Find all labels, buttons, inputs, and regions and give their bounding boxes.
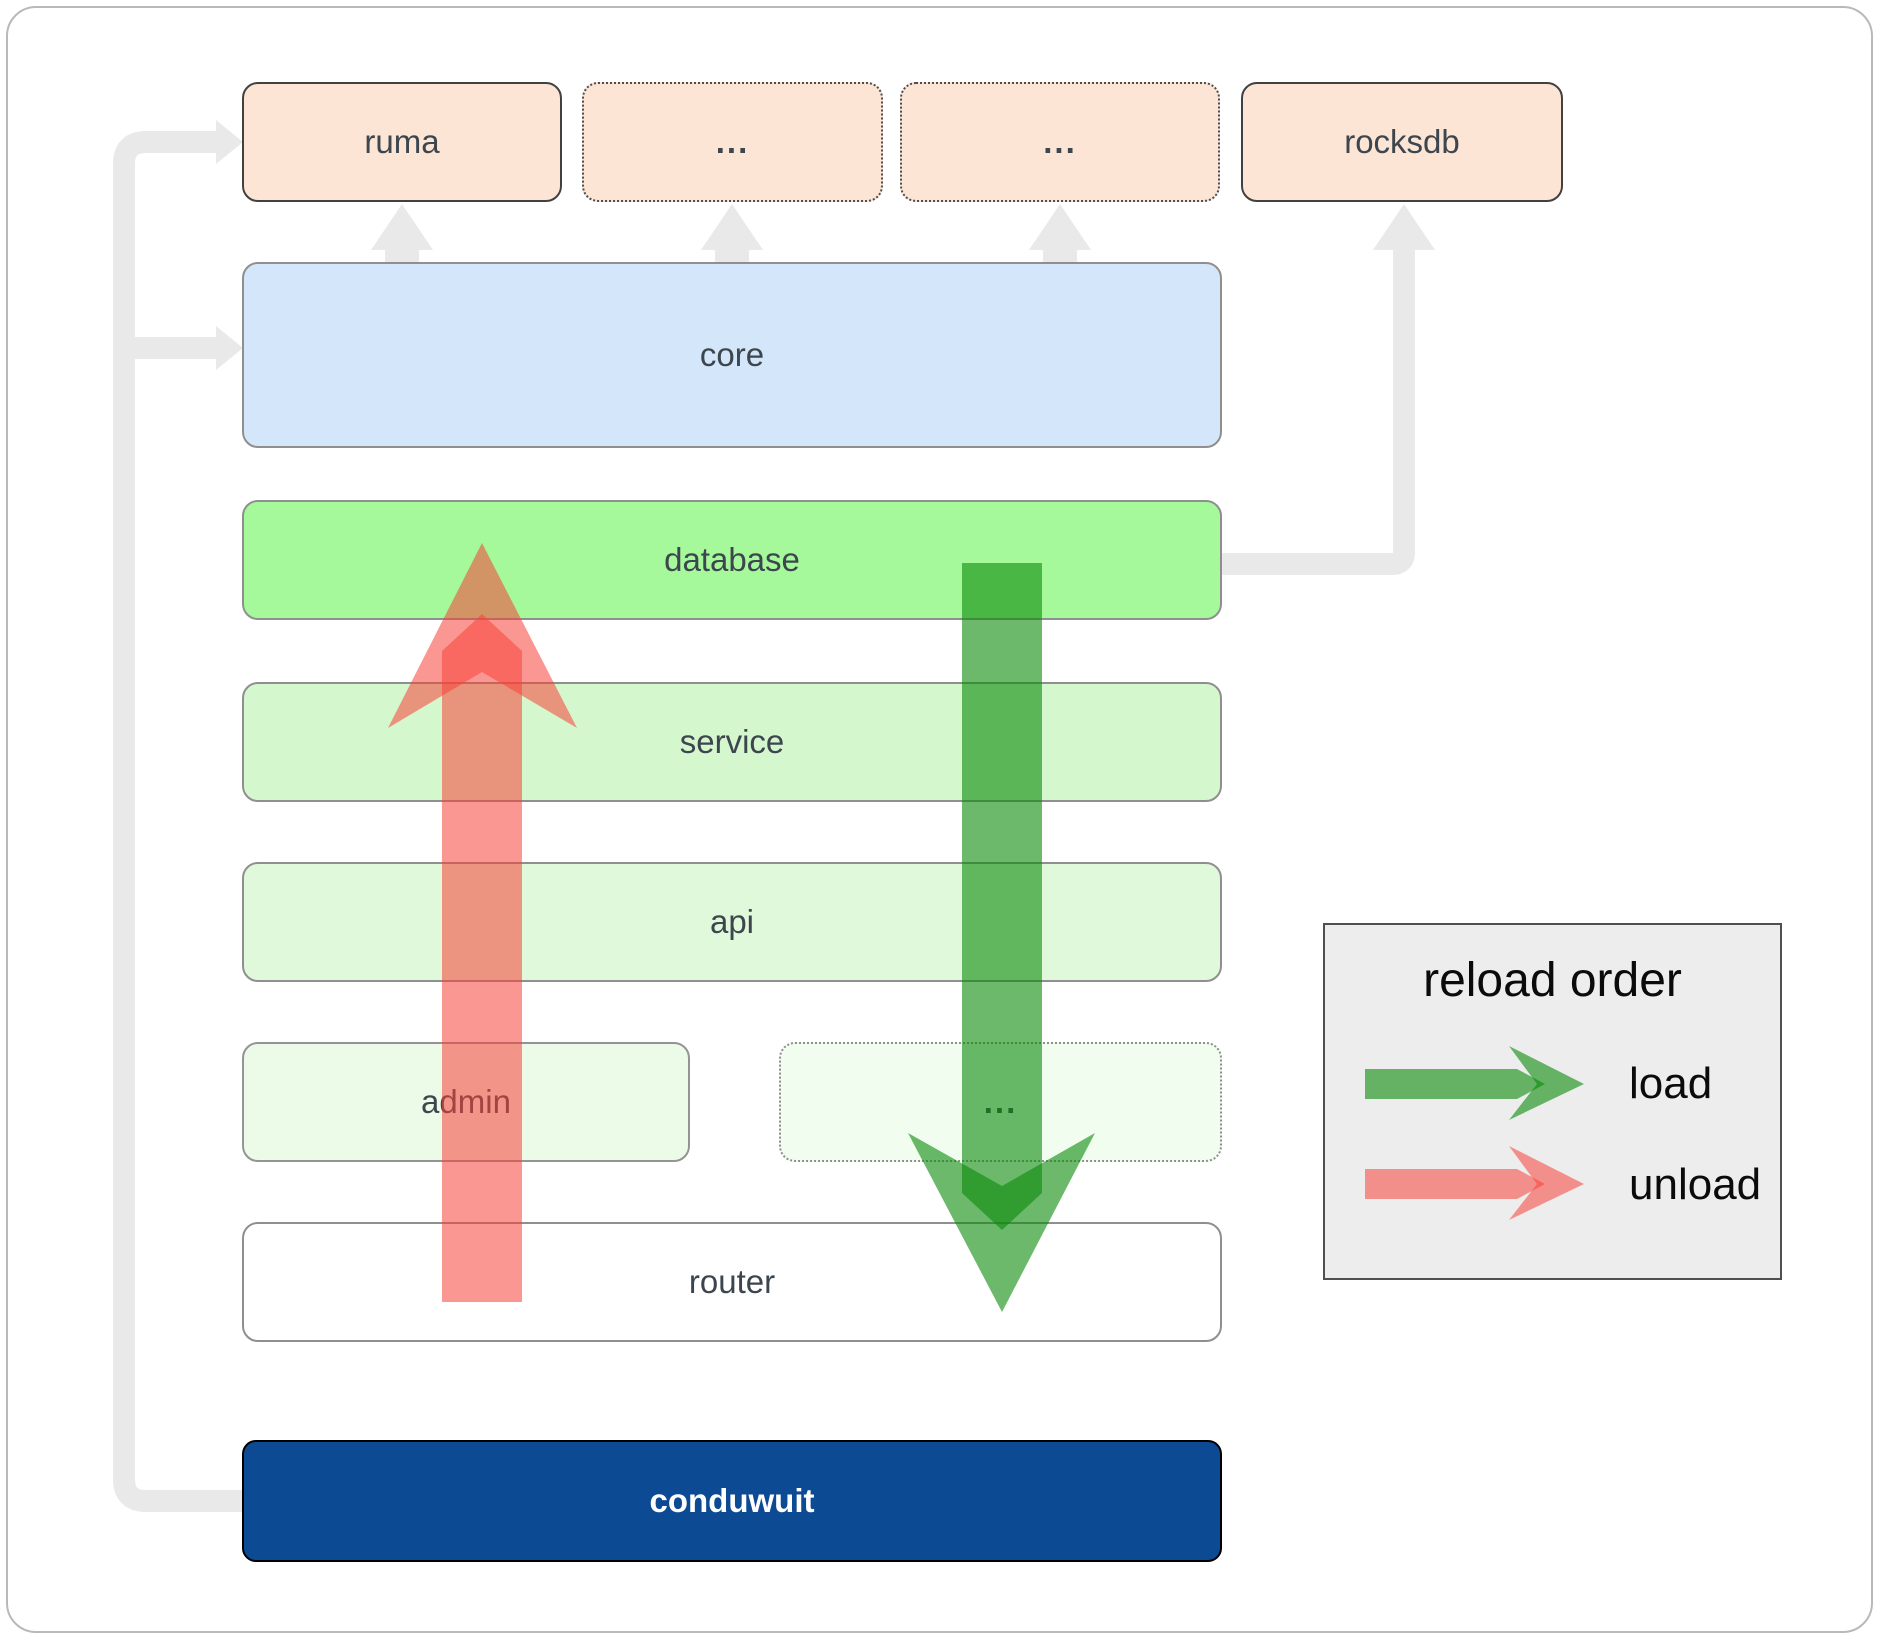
node-ellipsis-3: ... bbox=[779, 1042, 1222, 1162]
node-api-label: api bbox=[709, 903, 755, 940]
node-admin-label: admin bbox=[421, 1083, 511, 1120]
legend-load-label: load bbox=[1629, 1059, 1713, 1108]
node-database-label: database bbox=[664, 541, 800, 578]
node-core-label: core bbox=[699, 336, 765, 373]
diagram-frame bbox=[6, 6, 1873, 1633]
node-api: api bbox=[242, 862, 1222, 982]
legend-unload-label: unload bbox=[1629, 1160, 1762, 1209]
node-ellipsis-2: ... bbox=[900, 82, 1220, 202]
node-ruma-label: ruma bbox=[364, 123, 440, 160]
node-admin: admin bbox=[242, 1042, 690, 1162]
node-core: core bbox=[242, 262, 1222, 448]
legend-title: reload order bbox=[1423, 954, 1682, 1007]
node-ellipsis-2-label: ... bbox=[1043, 123, 1077, 160]
node-rocksdb-label: rocksdb bbox=[1344, 123, 1460, 160]
node-ellipsis-1: ... bbox=[582, 82, 883, 202]
node-service: service bbox=[242, 682, 1222, 802]
node-service-label: service bbox=[679, 723, 785, 760]
legend-load-arrow-body bbox=[1365, 1069, 1545, 1099]
node-rocksdb: rocksdb bbox=[1241, 82, 1563, 202]
node-database: database bbox=[242, 500, 1222, 620]
node-router-label: router bbox=[688, 1263, 776, 1300]
legend-load-arrow-icon bbox=[1365, 1046, 1584, 1120]
node-router: router bbox=[242, 1222, 1222, 1342]
legend-unload-arrowhead-icon bbox=[1509, 1146, 1584, 1220]
node-ellipsis-1-label: ... bbox=[715, 123, 750, 160]
legend-unload-arrow-icon bbox=[1365, 1146, 1584, 1220]
node-ruma: ruma bbox=[242, 82, 562, 202]
node-conduwuit: conduwuit bbox=[242, 1440, 1222, 1562]
legend-unload-arrow-body bbox=[1365, 1169, 1545, 1199]
legend-load-arrowhead-icon bbox=[1509, 1046, 1584, 1120]
node-conduwuit-label: conduwuit bbox=[649, 1482, 815, 1519]
node-ellipsis-3-label: ... bbox=[983, 1083, 1018, 1120]
legend: reload order load unload bbox=[1323, 923, 1782, 1280]
